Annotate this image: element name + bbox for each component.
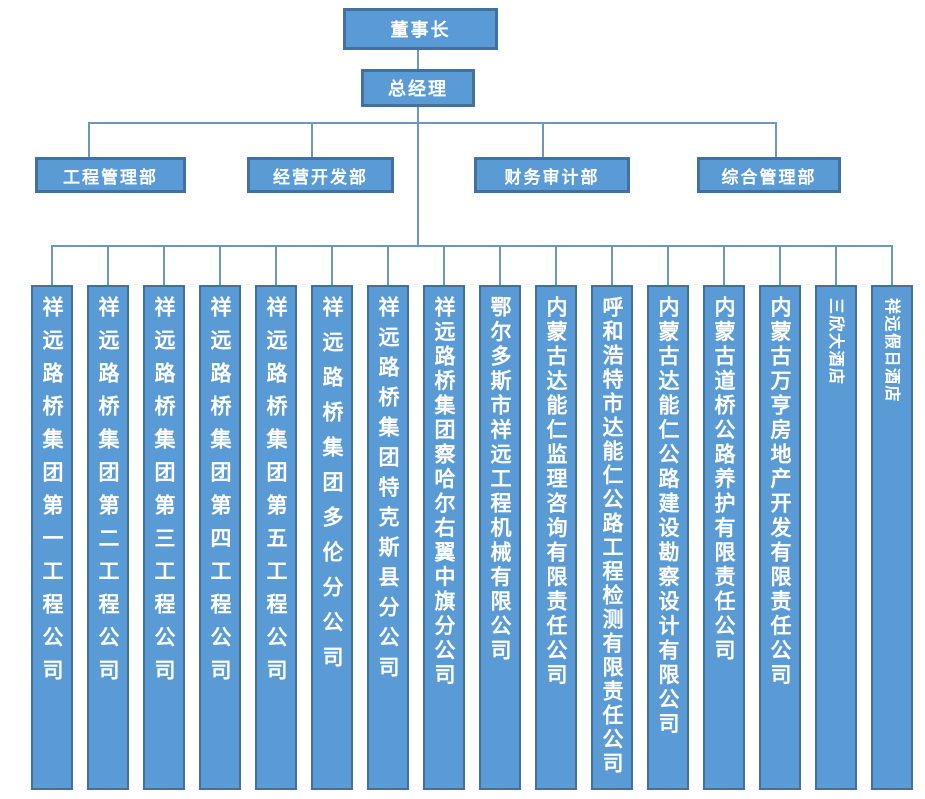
subsidiary-box: 祥远路桥集团多伦分公司: [311, 285, 353, 790]
connector-line: [723, 245, 725, 286]
connector-line: [51, 245, 53, 286]
connector-line: [88, 122, 777, 124]
department-box-business-development: 经营开发部: [247, 157, 394, 193]
subsidiary-box: 祥远路桥集团察哈尔右翼中旗分公司: [423, 285, 465, 790]
subsidiary-name: 祥远路桥集团多伦分公司: [320, 296, 344, 681]
subsidiary-box: 内蒙古达能仁监理咨询有限责任公司: [535, 285, 577, 790]
connector-line: [88, 122, 90, 158]
subsidiary-box: 祥远路桥集团第二工程公司: [87, 285, 129, 790]
subsidiary-name: 内蒙古道桥公路养护有限责任公司: [712, 296, 736, 664]
subsidiary-name: 内蒙古万亨房地产开发有限责任公司: [768, 296, 792, 688]
connector-line: [775, 122, 777, 158]
connector-line: [555, 245, 557, 286]
subsidiary-box: 祥远路桥集团第五工程公司: [255, 285, 297, 790]
connector-line: [667, 245, 669, 286]
general-manager-label: 总经理: [388, 79, 448, 100]
connector-line: [219, 245, 221, 286]
subsidiary-name: 祥远路桥集团察哈尔右翼中旗分公司: [432, 296, 456, 688]
subsidiary-box: 祥远路桥集团第一工程公司: [31, 285, 73, 790]
subsidiary-box: 内蒙古道桥公路养护有限责任公司: [703, 285, 745, 790]
subsidiary-box: 内蒙古万亨房地产开发有限责任公司: [759, 285, 801, 790]
subsidiary-name: 祥远假日酒店: [883, 298, 902, 404]
connector-line: [331, 245, 333, 286]
subsidiary-name: 祥远路桥集团第一工程公司: [40, 296, 64, 692]
department-label: 财务审计部: [504, 167, 600, 188]
department-label: 综合管理部: [721, 167, 817, 188]
subsidiary-box: 鄂尔多斯市祥远工程机械有限公司: [479, 285, 521, 790]
subsidiary-name: 内蒙古达能仁监理咨询有限责任公司: [544, 296, 568, 688]
connector-line: [163, 245, 165, 286]
connector-line: [417, 49, 419, 70]
subsidiary-name: 祥远路桥集团第五工程公司: [264, 296, 288, 692]
chairman-label: 董事长: [390, 20, 451, 41]
department-box-general-management: 综合管理部: [697, 157, 841, 193]
connector-line: [891, 245, 893, 286]
connector-line: [779, 245, 781, 286]
subsidiary-name: 三欣大酒店: [827, 298, 846, 386]
connector-line: [417, 106, 419, 247]
subsidiary-box: 呼和浩特市达能仁公路工程检测有限责任公司: [591, 285, 633, 790]
subsidiary-name: 鄂尔多斯市祥远工程机械有限公司: [488, 296, 512, 664]
subsidiary-name: 祥远路桥集团第四工程公司: [208, 296, 232, 692]
subsidiary-box: 祥远路桥集团第四工程公司: [199, 285, 241, 790]
connector-line: [387, 245, 389, 286]
subsidiary-name: 祥远路桥集团第三工程公司: [152, 296, 176, 692]
subsidiary-box: 祥远路桥集团特克斯县分公司: [367, 285, 409, 790]
subsidiary-box: 内蒙古达能仁公路建设勘察设计有限公司: [647, 285, 689, 790]
department-box-engineering: 工程管理部: [35, 157, 186, 193]
subsidiary-name: 呼和浩特市达能仁公路工程检测有限责任公司: [600, 296, 624, 776]
subsidiary-box: 三欣大酒店: [815, 285, 857, 790]
department-label: 经营开发部: [273, 167, 368, 188]
connector-line: [499, 245, 501, 286]
connector-line: [443, 245, 445, 286]
department-box-finance-audit: 财务审计部: [474, 157, 630, 193]
subsidiary-box: 祥远路桥集团第三工程公司: [143, 285, 185, 790]
general-manager-box: 总经理: [361, 69, 475, 107]
connector-line: [835, 245, 837, 286]
connector-line: [107, 245, 109, 286]
subsidiary-name: 祥远路桥集团特克斯县分公司: [376, 296, 400, 686]
subsidiary-name: 祥远路桥集团第二工程公司: [96, 296, 120, 692]
connector-line: [311, 122, 313, 158]
connector-line: [611, 245, 613, 286]
subsidiary-name: 内蒙古达能仁公路建设勘察设计有限公司: [656, 296, 680, 737]
subsidiary-box: 祥远假日酒店: [871, 285, 913, 790]
connector-line: [542, 122, 544, 158]
connector-line: [275, 245, 277, 286]
chairman-box: 董事长: [343, 8, 498, 50]
connector-line: [52, 245, 893, 247]
department-label: 工程管理部: [63, 167, 158, 188]
